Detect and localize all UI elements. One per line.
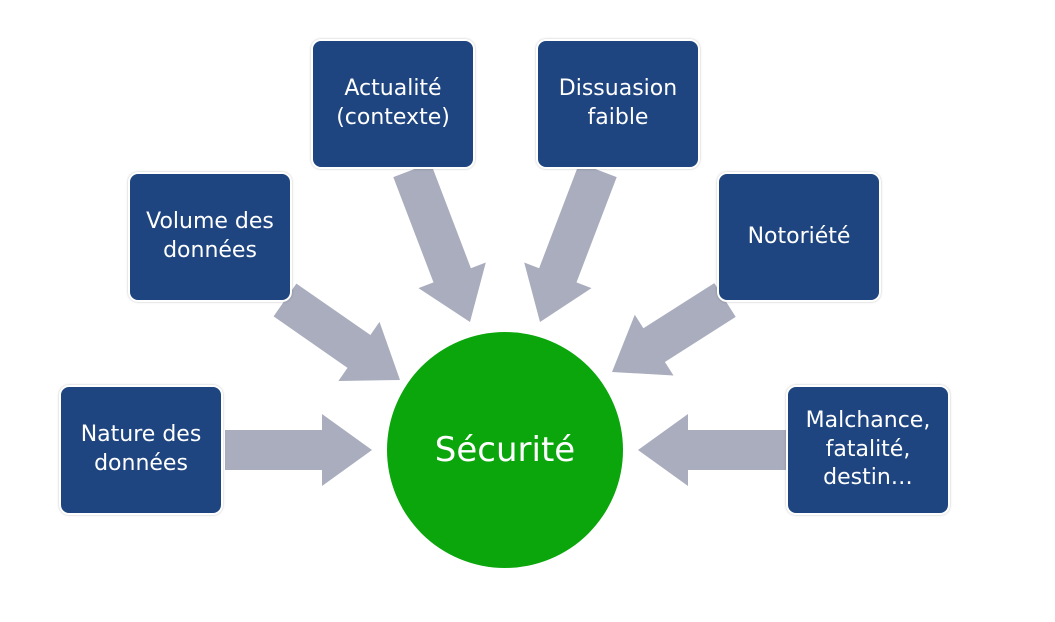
arrow-malchance-to-center bbox=[638, 414, 786, 486]
arrow-nature-to-center bbox=[225, 414, 372, 486]
center-circle-securite: Sécurité bbox=[387, 332, 623, 568]
factor-box-malchance: Malchance, fatalité, destin… bbox=[786, 385, 950, 515]
arrow-notoriete-to-center bbox=[612, 283, 736, 376]
factor-box-nature: Nature des données bbox=[59, 385, 223, 515]
arrow-dissuasion-to-center bbox=[524, 162, 617, 322]
arrow-actualite-to-center bbox=[393, 162, 486, 322]
factor-box-dissuasion: Dissuasion faible bbox=[536, 39, 700, 169]
arrow-volume-to-center bbox=[273, 283, 400, 381]
factor-box-actualite: Actualité (contexte) bbox=[311, 39, 475, 169]
center-label: Sécurité bbox=[434, 430, 576, 470]
factor-box-notoriete: Notoriété bbox=[717, 172, 881, 302]
factor-box-volume: Volume des données bbox=[128, 172, 292, 302]
